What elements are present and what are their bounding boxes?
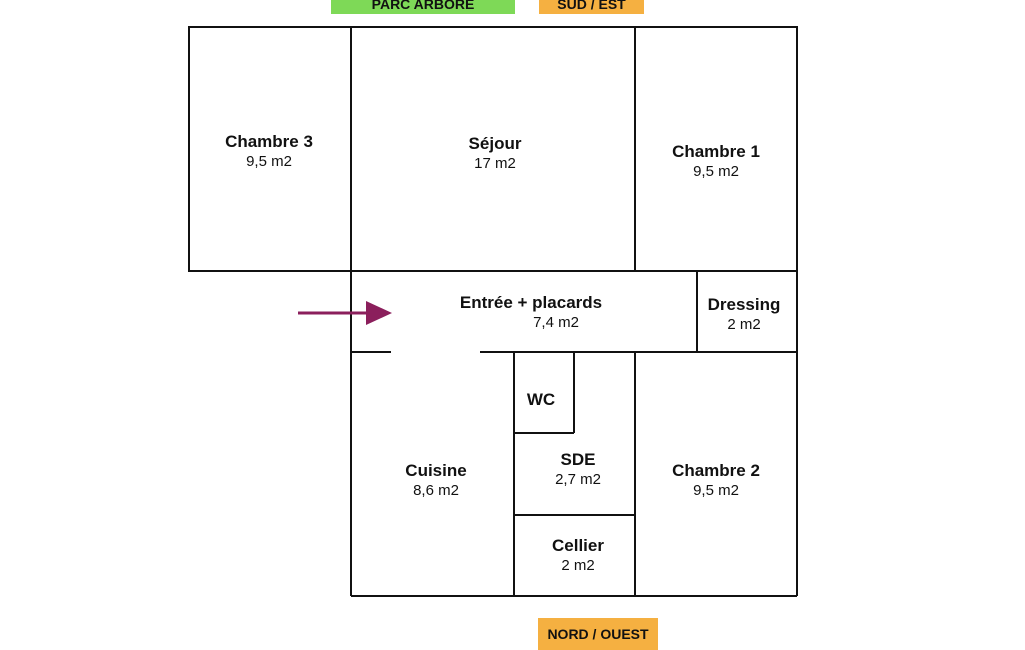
room-area: 2,7 m2 bbox=[555, 471, 601, 488]
room-area: 2 m2 bbox=[561, 557, 595, 574]
room-entree: Entrée + placards 7,4 m2 bbox=[460, 293, 602, 333]
walls bbox=[188, 26, 798, 597]
room-name: Chambre 2 bbox=[672, 461, 760, 480]
room-area: 17 m2 bbox=[474, 155, 516, 172]
room-chambre-1: Chambre 1 9,5 m2 bbox=[672, 142, 760, 182]
room-name: Cellier bbox=[552, 536, 604, 555]
room-area: 2 m2 bbox=[727, 316, 761, 333]
room-sejour: Séjour 17 m2 bbox=[469, 134, 522, 174]
room-sde: SDE 2,7 m2 bbox=[555, 450, 601, 490]
room-name: Entrée + placards bbox=[459, 293, 603, 312]
room-dressing: Dressing 2 m2 bbox=[708, 295, 781, 335]
entrance-arrow-icon bbox=[298, 301, 392, 325]
room-wc: WC bbox=[527, 390, 555, 410]
room-area: 8,6 m2 bbox=[413, 482, 459, 499]
room-cuisine: Cuisine 8,6 m2 bbox=[405, 461, 466, 501]
orientation-label-parc: PARC ARBORÉ bbox=[331, 0, 515, 14]
room-chambre-3: Chambre 3 9,5 m2 bbox=[225, 132, 313, 172]
room-name: Chambre 1 bbox=[672, 142, 760, 161]
room-area: 9,5 m2 bbox=[693, 482, 739, 499]
room-chambre-2: Chambre 2 9,5 m2 bbox=[672, 461, 760, 501]
room-name: SDE bbox=[560, 450, 596, 469]
orientation-label-nord-ouest: NORD / OUEST bbox=[538, 618, 658, 650]
room-area: 7,4 m2 bbox=[533, 314, 579, 331]
room-cellier: Cellier 2 m2 bbox=[552, 536, 604, 576]
room-name: WC bbox=[526, 390, 556, 409]
room-name: Séjour bbox=[468, 134, 522, 153]
room-area: 9,5 m2 bbox=[693, 163, 739, 180]
wall-chambre-1 bbox=[634, 26, 798, 272]
room-area: 9,5 m2 bbox=[246, 153, 292, 170]
orientation-label-sud-est: SUD / EST bbox=[539, 0, 644, 14]
room-name: Chambre 3 bbox=[225, 132, 313, 151]
room-name: Cuisine bbox=[405, 461, 467, 480]
room-name: Dressing bbox=[707, 295, 781, 314]
